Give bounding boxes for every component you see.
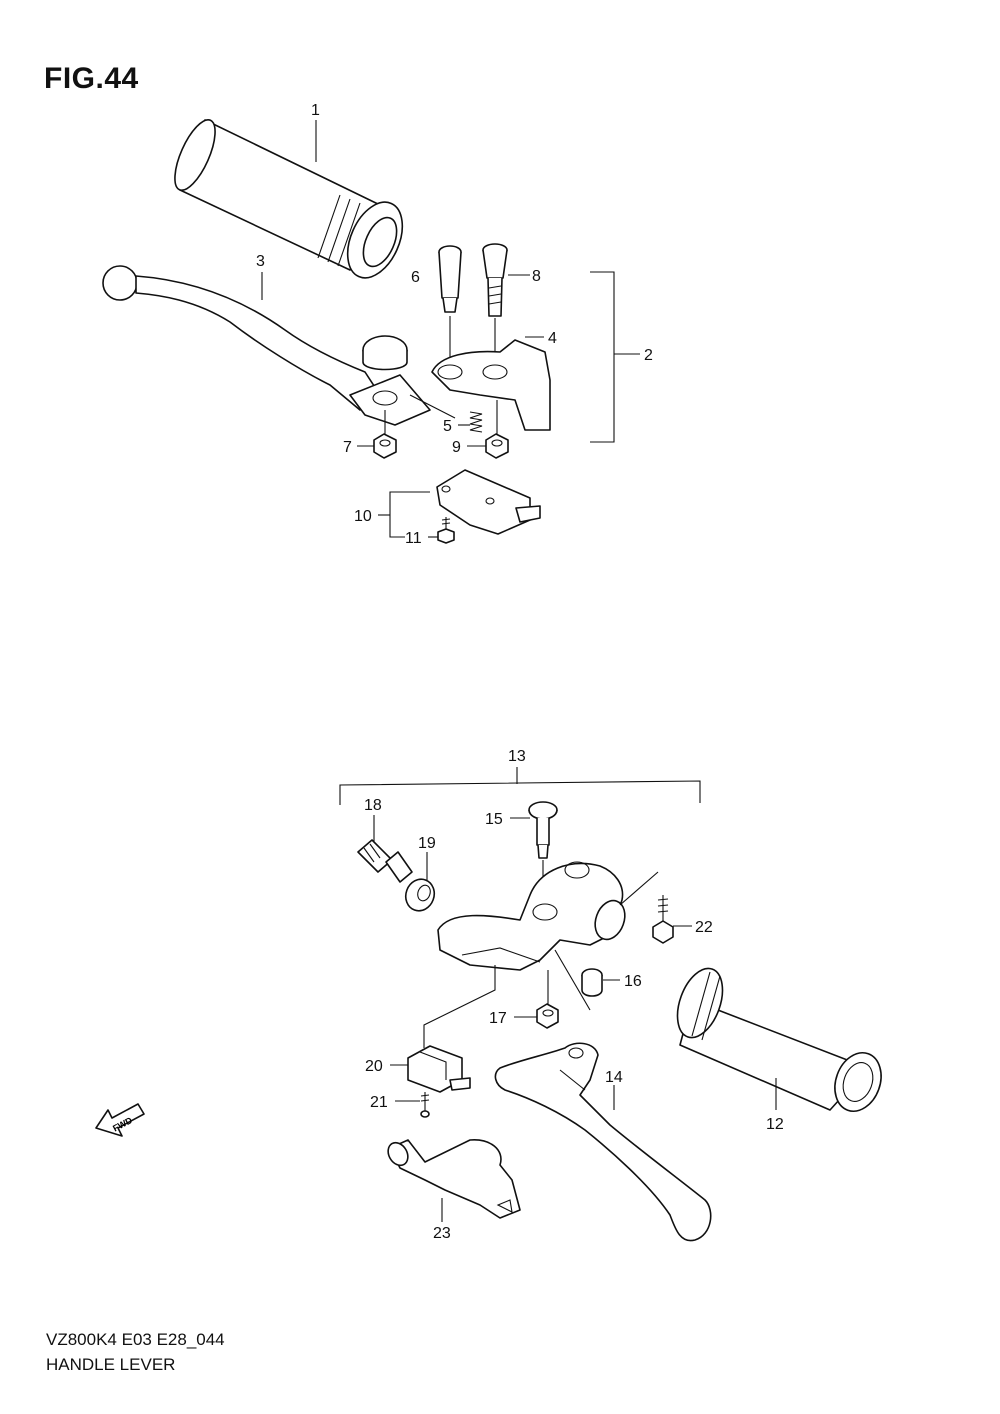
callout-3: 3 (256, 253, 265, 270)
callout-17: 17 (489, 1010, 507, 1027)
callout-5: 5 (443, 418, 452, 435)
callout-10: 10 (354, 508, 372, 525)
callout-4: 4 (548, 330, 557, 347)
callout-11: 11 (405, 530, 422, 547)
callout-13: 13 (508, 748, 526, 765)
callout-14: 14 (605, 1069, 623, 1086)
adjuster-icon[interactable] (357, 839, 413, 883)
callout-2: 2 (644, 347, 653, 364)
callout-23: 23 (433, 1225, 451, 1242)
callout-19: 19 (418, 835, 436, 852)
callout-8: 8 (532, 268, 541, 285)
lever-holder-icon[interactable] (431, 339, 551, 431)
callout-16: 16 (624, 973, 642, 990)
bushing-icon[interactable] (581, 968, 603, 997)
pivot-bolt-icon[interactable] (438, 245, 462, 313)
fwd-arrow-icon: FWD (95, 1103, 145, 1137)
nut-icon[interactable] (485, 433, 509, 459)
callout-6: 6 (411, 269, 420, 286)
brake-switch-icon[interactable] (407, 1045, 471, 1093)
screw-icon[interactable] (482, 243, 508, 317)
callout-1: 1 (311, 102, 320, 119)
grip-right-icon[interactable] (669, 962, 889, 1117)
screw-icon[interactable] (420, 1092, 430, 1118)
brake-lever-icon[interactable] (494, 1042, 712, 1242)
nut-icon[interactable] (373, 433, 397, 459)
spring-icon[interactable] (469, 411, 483, 433)
callout-22: 22 (695, 919, 713, 936)
pivot-bolt-icon[interactable] (528, 801, 558, 859)
clutch-lever-icon[interactable] (102, 265, 431, 426)
boot-icon[interactable] (384, 1139, 521, 1219)
assembly-name: HANDLE LEVER (46, 1355, 176, 1374)
clutch-switch-icon[interactable] (436, 469, 541, 535)
grip-left-icon[interactable] (167, 115, 413, 287)
screw-icon[interactable] (437, 517, 455, 544)
callout-20: 20 (365, 1058, 383, 1075)
callout-9: 9 (452, 439, 461, 456)
figure-title: FIG.44 (44, 62, 139, 95)
nut-icon[interactable] (536, 1003, 559, 1029)
bolt-icon[interactable] (652, 895, 674, 944)
callout-18: 18 (364, 797, 382, 814)
brake-lever-holder-icon[interactable] (437, 861, 630, 971)
callout-12: 12 (766, 1116, 784, 1133)
callout-21: 21 (370, 1094, 388, 1111)
model-code: VZ800K4 E03 E28_044 (46, 1330, 225, 1349)
lock-nut-icon[interactable] (401, 875, 438, 915)
callout-15: 15 (485, 811, 503, 828)
callout-7: 7 (343, 439, 352, 456)
